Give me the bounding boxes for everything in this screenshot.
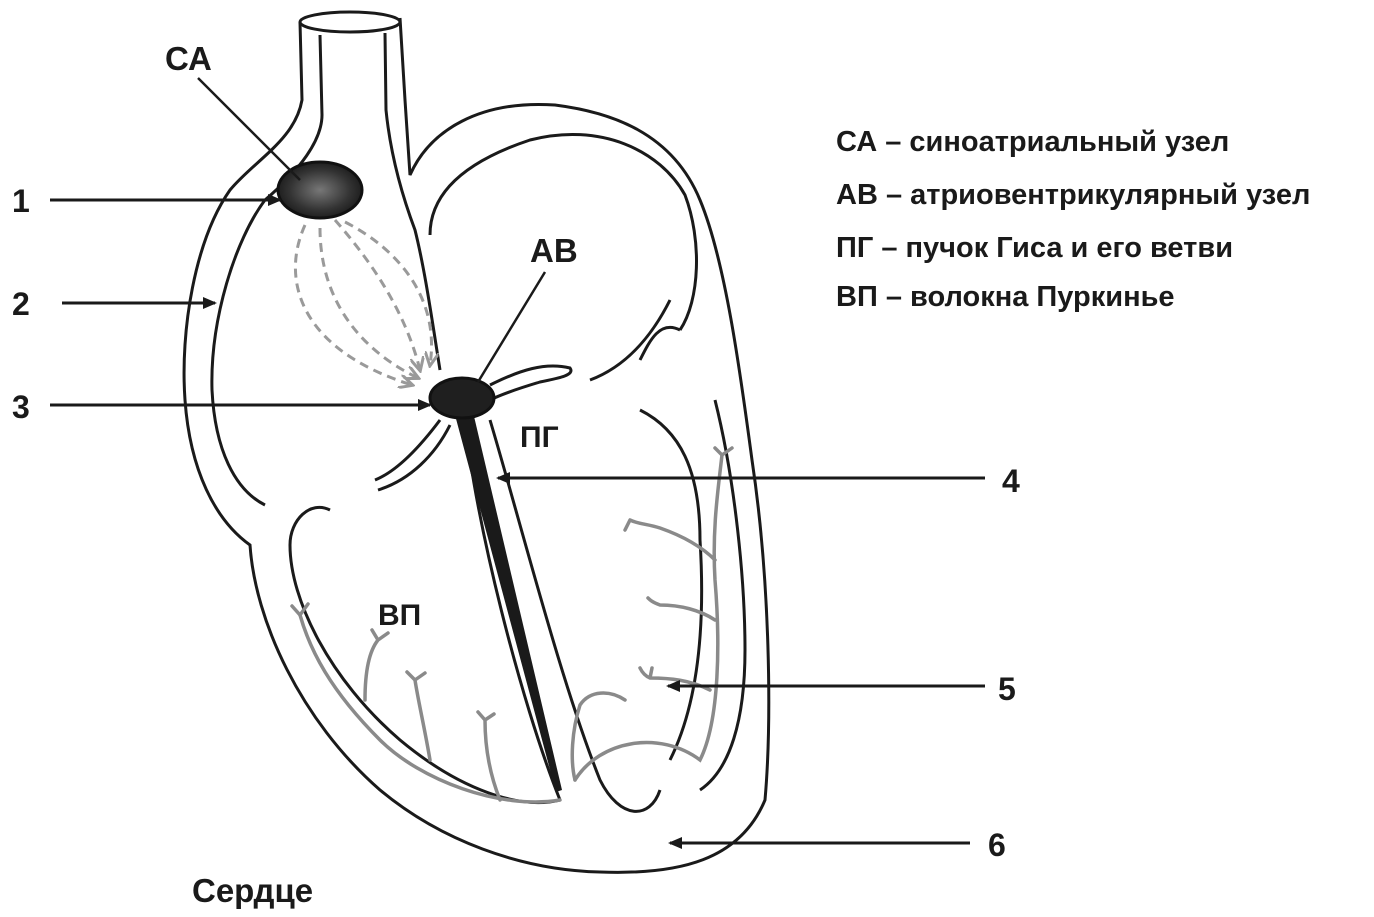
av-node <box>430 378 494 418</box>
sa-pointer-line <box>198 78 300 180</box>
label-pg: ПГ <box>520 421 559 454</box>
number-label-4: 4 <box>1002 463 1020 499</box>
av-pointer-line <box>478 272 545 382</box>
number-label-3: 3 <box>12 389 30 425</box>
caption-heart: Сердце <box>192 872 313 909</box>
number-label-5: 5 <box>998 671 1016 707</box>
number-label-2: 2 <box>12 286 30 322</box>
impulse-spread-arrows <box>295 220 431 385</box>
label-sa: СА <box>165 40 212 77</box>
number-label-1: 1 <box>12 183 30 219</box>
label-vp: ВП <box>378 599 421 632</box>
legend: СА – синоатриальный узел АВ – атриовентр… <box>836 126 1310 313</box>
legend-item-av: АВ – атриовентрикулярный узел <box>836 179 1310 211</box>
bundle-of-his <box>455 412 562 792</box>
number-label-6: 6 <box>988 827 1006 863</box>
legend-item-vp: ВП – волокна Пуркинье <box>836 281 1175 313</box>
label-av: АВ <box>530 232 578 269</box>
legend-item-pg: ПГ – пучок Гиса и его ветви <box>836 232 1233 264</box>
legend-item-sa: СА – синоатриальный узел <box>836 126 1229 158</box>
